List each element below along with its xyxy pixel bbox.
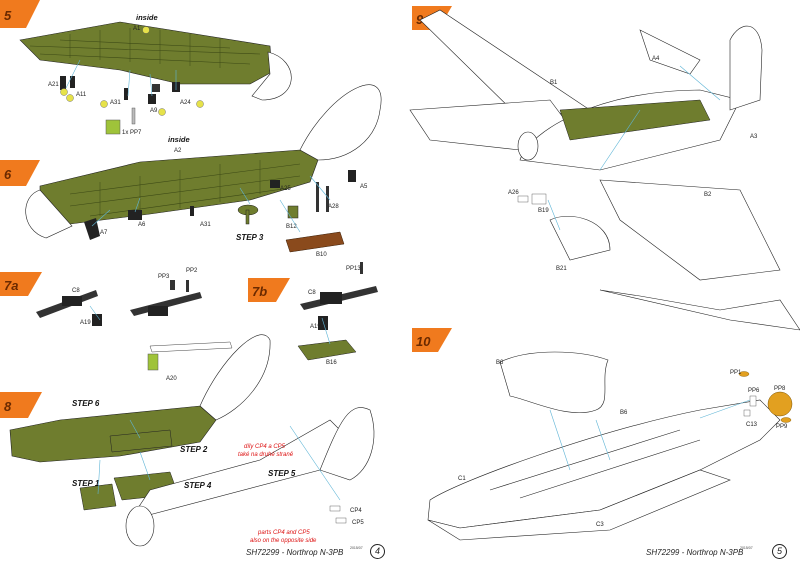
part-label-A19-7a: A19 [80,320,91,326]
lead-lines-left [65,59,341,501]
step-7a-number: 7a [4,278,18,293]
page-number-5: 5 [772,544,787,559]
step-6-flag: 6 [0,160,40,186]
step-5-inside-label: inside [136,13,158,22]
step-10-float [427,351,781,541]
part-label-A28: A28 [328,204,339,210]
part-label-A24: A24 [180,100,191,106]
step-3-label: STEP 3 [236,233,264,242]
part-label-C1: C1 [458,476,466,482]
page-number-4: 4 [370,544,385,559]
step-6-label: STEP 6 [72,399,100,408]
part-label-C8-7b: C8 [308,290,316,296]
step-6-parts [84,170,356,253]
page-4-drawing: 5 6 7a 7b 8 inside A1 [0,0,382,547]
part-label-CP4: CP4 [350,508,362,514]
step-8-number: 8 [4,399,12,414]
instruction-page-5: 9 10 A4 B1 A3 A26 B19 B2 B21 B6 B6 C1 [400,0,800,561]
step-9-aircraft [409,9,800,331]
part-label-A11: A11 [76,92,87,98]
step-5-fuselage-half [19,21,292,101]
step-6-fuselage-half [25,84,382,239]
part-label-A3: A3 [750,134,758,140]
part-label-B21: B21 [556,266,567,272]
part-label-A1: A1 [133,26,141,32]
part-label-A31-s6: A31 [200,222,211,228]
step-10-flag: 10 [412,328,452,352]
part-A26-shape [517,195,529,203]
step-9-number: 9 [416,12,424,27]
part-label-B6-bottom: B6 [620,410,628,416]
part-label-PP8: PP8 [774,386,786,392]
part-label-C3: C3 [596,522,604,528]
step-10-number: 10 [416,334,431,349]
step-4-label: STEP 4 [184,481,212,490]
footer-title-p4: SH72299 - Northrop N-3PB [246,548,344,557]
note-en-line2: also on the opposite side [250,538,317,544]
lead-lines-right [547,65,751,471]
part-label-A9: A9 [150,108,158,114]
part-label-C13: C13 [746,422,758,428]
step-2-label: STEP 2 [180,445,208,454]
part-label-A31: A31 [110,100,121,106]
step-7a-flag: 7a [0,272,42,296]
step-5-callouts [60,26,204,116]
part-label-B1: B1 [550,80,558,86]
part-label-PP13: PP13 [346,266,361,272]
part-label-C8-7a: C8 [72,288,80,294]
step-7a-parts [36,280,202,326]
part-label-PP2: PP2 [186,268,198,274]
note-cz-line1: díly CP4 a CP5 [244,444,286,450]
note-cz-line2: také na druhé straně [238,452,294,458]
step-5-number: 5 [4,8,12,23]
part-label-B6-top: B6 [496,360,504,366]
part-label-A7: A7 [100,230,108,236]
part-label-B10: B10 [316,252,327,258]
footer-small-code-p5: 2015/07 [740,546,753,550]
step-8-assembly [9,334,375,547]
part-label-A26: A26 [508,190,519,196]
part-label-PP3: PP3 [158,274,170,280]
part-label-A25: A25 [280,186,291,192]
step-7b-flag: 7b [248,278,290,302]
step-7b-parts [297,262,378,361]
step-6-number: 6 [4,167,12,182]
part-label-A20: A20 [166,376,177,382]
step-5-flag: 5 [0,0,40,28]
step-5-label: STEP 5 [268,469,296,478]
part-label-A5: A5 [360,184,368,190]
part-label-PP1: PP1 [730,370,742,376]
part-label-A4: A4 [652,56,660,62]
step-7b-number: 7b [252,284,267,299]
step-10-propeller [738,371,793,423]
part-label-B19: B19 [538,208,549,214]
instruction-page-4: 5 6 7a 7b 8 inside A1 [0,0,385,559]
footer-small-code-p4: 2015/07 [350,546,363,550]
part-label-B16: B16 [326,360,337,366]
step-8-flag: 8 [0,392,42,418]
part-label-A6: A6 [138,222,146,228]
part-label-B2: B2 [704,192,712,198]
part-B19-shape [531,193,547,205]
note-en-line1: parts CP4 and CP5 [257,530,310,536]
part-label-A19-7b: A19 [310,324,321,330]
part-label-A2: A2 [174,148,182,154]
part-label-B12: B12 [286,224,297,230]
footer-title-p5: SH72299 - Northrop N-3PB [646,548,744,557]
part-label-A21: A21 [48,82,59,88]
cockpit-interior [559,99,711,141]
page-5-drawing: 9 10 A4 B1 A3 A26 B19 B2 B21 B6 B6 C1 [409,6,800,541]
step-1-label: STEP 1 [72,479,100,488]
part-label-PP6: PP6 [748,388,760,394]
part-label-PP7: 1x PP7 [122,130,142,136]
step-6-inside-label: inside [168,135,190,144]
part-label-CP5: CP5 [352,520,364,526]
part-label-PP9: PP9 [776,424,788,430]
